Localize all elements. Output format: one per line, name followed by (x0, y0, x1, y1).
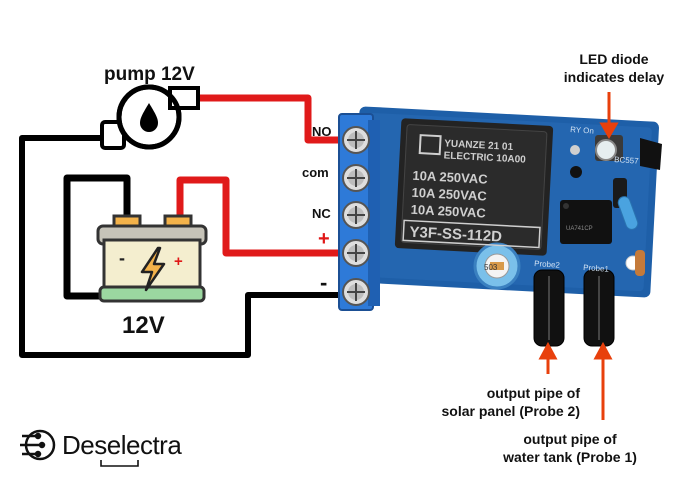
silk-probe1: Probe1 (583, 263, 610, 274)
relay-marking: YUANZE 21 01 ELECTRIC 10A00 10A 250VAC 1… (402, 134, 541, 249)
probe2-annotation: output pipe of solar panel (Probe 2) (420, 384, 580, 420)
logo-text-part1: Des (62, 430, 107, 460)
probe1-annotation: output pipe of water tank (Probe 1) (470, 430, 670, 466)
relay-brand-line2: ELECTRIC 10A00 (443, 150, 526, 165)
relay-model: Y3F-SS-112D (409, 224, 502, 246)
relay-rating-3: 10A 250VAC (410, 202, 486, 221)
led-annotation-line1: LED diode (579, 51, 649, 67)
board-silkscreen: Probe2 Probe1 RY On BC557 UA741CP 503 (484, 125, 639, 274)
battery-symbols: - + (119, 248, 183, 270)
probe1-annotation-line1: output pipe of (523, 431, 617, 447)
terminal-screws (342, 126, 370, 306)
terminal-label-nc: NC (312, 206, 331, 221)
silk-probe2: Probe2 (534, 259, 561, 270)
probe-pipes (533, 269, 615, 347)
silk-ic: UA741CP (566, 226, 593, 232)
probe1-annotation-line2: water tank (Probe 1) (503, 449, 637, 465)
battery-minus-symbol: - (119, 248, 125, 268)
terminal-screw-com (342, 164, 370, 192)
pump-icon (100, 84, 200, 150)
terminal-label-plus: + (318, 228, 330, 250)
logo-underline (100, 460, 139, 467)
terminal-screw-no (342, 126, 370, 154)
probe2-pointer-arrow (538, 341, 558, 374)
terminal-screw-minus (342, 278, 370, 306)
silk-ry-on: RY On (570, 125, 594, 136)
battery-icon (96, 214, 208, 303)
board-components (473, 135, 662, 290)
probe1-pointer-arrow (593, 341, 613, 420)
led-pointer-arrow (599, 92, 619, 139)
battery-voltage-label: 12V (122, 312, 165, 339)
silk-bc557: BC557 (614, 155, 640, 166)
battery-plus-symbol: + (174, 253, 183, 270)
terminal-label-no: NO (312, 124, 332, 139)
terminal-label-com: com (302, 165, 329, 180)
relay-brand-line1: YUANZE 21 01 (444, 138, 514, 153)
probe2-annotation-line1: output pipe of (486, 385, 580, 401)
terminal-screw-nc (342, 201, 370, 229)
silk-pot: 503 (484, 263, 498, 272)
logo-text-part3: ectra (126, 430, 182, 460)
red-wire (176, 94, 345, 257)
deselectra-logo-icon (20, 429, 56, 461)
probe2-annotation-line2: solar panel (Probe 2) (441, 403, 580, 419)
led-annotation: LED diode indicates delay (545, 50, 680, 86)
relay-rating-1: 10A 250VAC (412, 168, 488, 187)
relay-rating-2: 10A 250VAC (411, 185, 487, 204)
deselectra-logo-text: Deselectra (62, 430, 182, 461)
led-annotation-line2: indicates delay (563, 69, 665, 85)
terminal-label-minus: - (320, 270, 328, 295)
logo-text-part2: el (106, 430, 127, 460)
pump-label: pump 12V (104, 64, 195, 85)
terminal-screw-plus (342, 239, 370, 267)
